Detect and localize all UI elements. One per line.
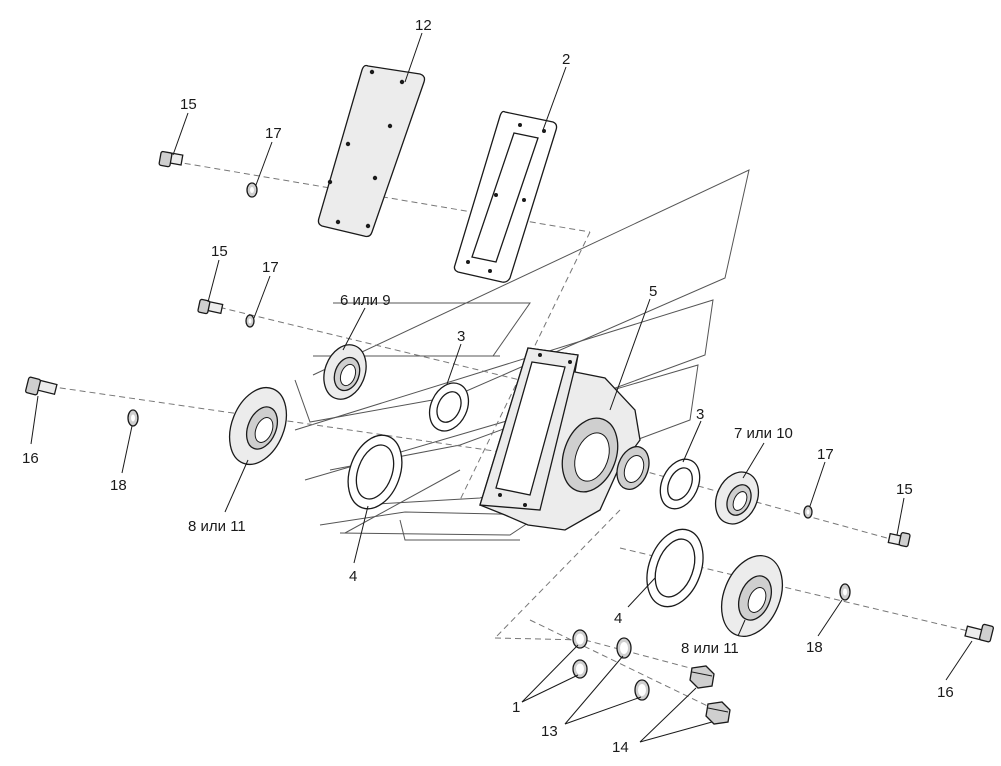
callout-labels: 12 2 15 17 15 17 6 или 9 3 5 16 18 8 или… [22,17,954,756]
label-17-middle: 17 [262,259,279,276]
label-4-left: 4 [349,568,357,585]
part-17-washer-middle [245,314,255,328]
part-3-gasket-upper [428,382,470,432]
part-13-washer-lower [634,679,650,701]
label-1: 1 [512,699,520,716]
part-4-gasket-right [646,528,704,608]
part-15-bolt-right [887,532,911,548]
part-7-or-10-bearing-cover [714,471,760,525]
part-16-bolt-right [964,623,994,643]
part-3-gasket-right [659,458,701,510]
label-18-right: 18 [806,639,823,656]
label-8-or-11-right: 8 или 11 [681,640,739,657]
label-4-right: 4 [614,610,622,627]
label-17-right: 17 [817,446,834,463]
part-18-washer-right [839,583,851,601]
part-17-washer-top [246,182,258,198]
part-15-bolt-middle [197,298,224,315]
part-12-cover-plate [317,64,426,238]
label-3-right: 3 [696,406,704,423]
label-15-top: 15 [180,96,197,113]
part-6-or-9-bearing-cover [323,344,367,400]
part-1-ring-upper [572,629,588,649]
label-18-left: 18 [110,477,127,494]
part-16-bolt-left [25,376,58,396]
label-16-right: 16 [937,684,954,701]
part-1-ring-lower [572,659,588,679]
label-12: 12 [415,17,432,34]
label-7-or-10: 7 или 10 [734,425,793,442]
label-15-middle: 15 [211,243,228,260]
label-17-top: 17 [265,125,282,142]
label-8-or-11-left: 8 или 11 [188,518,246,535]
part-4-gasket-left [347,434,403,510]
label-13: 13 [541,723,558,740]
part-15-bolt-top [158,150,184,168]
part-2-frame-gasket [453,110,558,283]
part-5-housing [479,347,650,531]
label-6-or-9: 6 или 9 [340,292,391,309]
part-13-washer-upper [616,637,632,659]
part-14-plug-lower [705,701,731,725]
label-2: 2 [562,51,570,68]
part-8-or-11-flange-right [720,555,784,637]
label-5: 5 [649,283,657,300]
part-14-plug-upper [689,665,715,689]
leader-lines [30,32,973,743]
label-14: 14 [612,739,629,756]
label-16-left: 16 [22,450,39,467]
part-17-washer-right [803,505,813,519]
part-18-washer-left [127,409,139,427]
label-15-right: 15 [896,481,913,498]
label-3-upper: 3 [457,328,465,345]
part-8-or-11-flange-left [228,387,288,465]
